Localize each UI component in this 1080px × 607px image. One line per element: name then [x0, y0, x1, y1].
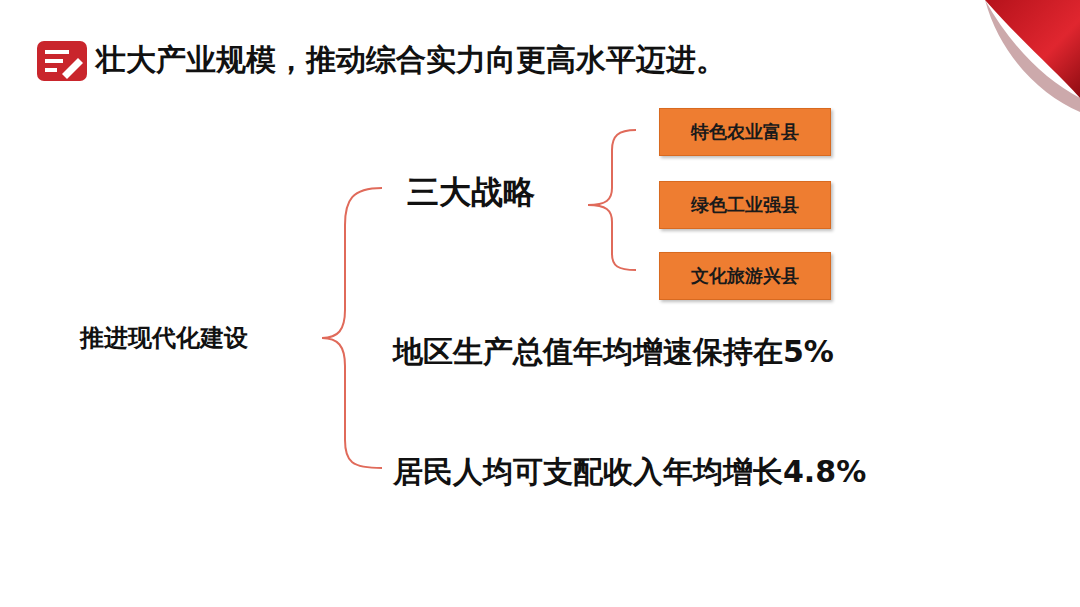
strategy-box: 特色农业富县	[659, 108, 831, 156]
bracket	[588, 130, 636, 270]
bracket	[322, 188, 382, 468]
branch-label: 三大战略	[407, 173, 535, 211]
icon-pen	[62, 58, 83, 79]
title-icon	[37, 41, 87, 81]
curl-shadow	[985, 0, 1080, 112]
icon-stroke	[45, 50, 69, 54]
root-label: 推进现代化建设	[80, 324, 248, 353]
icon-stroke	[45, 68, 57, 72]
box-text: 文化旅游兴县	[691, 264, 799, 288]
box-text: 特色农业富县	[691, 120, 799, 144]
target-label: 居民人均可支配收入年均增长4.8%	[393, 454, 866, 490]
box-text: 绿色工业强县	[691, 193, 799, 217]
icon-stroke	[45, 59, 63, 63]
target-label: 地区生产总值年均增速保持在5%	[393, 334, 834, 370]
strategy-box: 绿色工业强县	[659, 181, 831, 229]
slide-title: 壮大产业规模，推动综合实力向更高水平迈进。	[96, 42, 726, 78]
strategy-box: 文化旅游兴县	[659, 252, 831, 300]
page-curl	[985, 0, 1080, 98]
